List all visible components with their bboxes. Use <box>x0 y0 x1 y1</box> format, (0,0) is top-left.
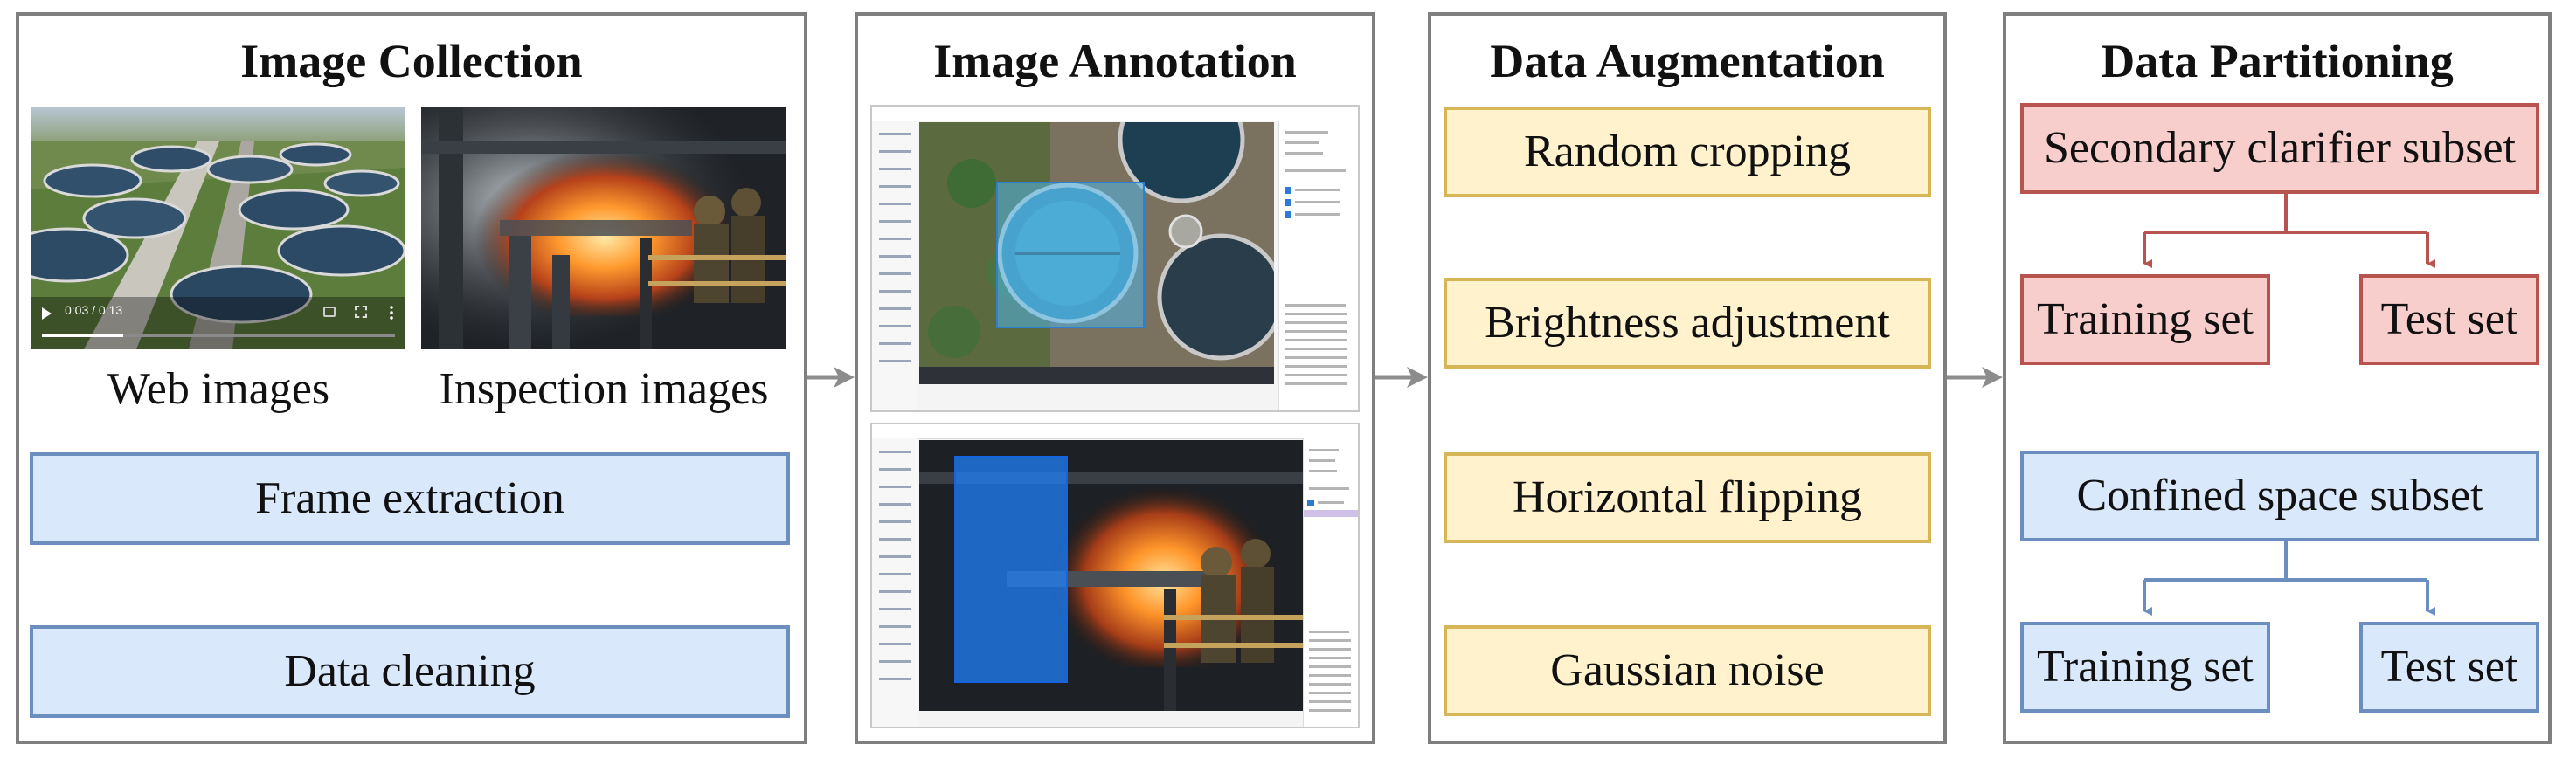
video-time: 0:03 / 0:13 <box>65 303 123 317</box>
blue-test-set: Test set <box>2359 622 2539 713</box>
caption-inspection-images: Inspection images <box>439 364 769 414</box>
bounding-box-clarifier[interactable] <box>996 182 1145 328</box>
caption-web-images: Web images <box>107 364 330 414</box>
step-random-cropping: Random cropping <box>1444 107 1931 197</box>
tool-panel <box>872 121 918 410</box>
panel-title: Data Partitioning <box>2101 35 2454 87</box>
panel-title: Data Augmentation <box>1490 35 1885 87</box>
panel-title: Image Collection <box>240 35 583 87</box>
window-titlebar <box>872 107 1358 121</box>
group-secondary-clarifier-subset: Secondary clarifier subset <box>2020 103 2539 194</box>
annotation-screenshot-confined-space <box>870 423 1360 728</box>
play-icon[interactable] <box>42 307 52 320</box>
window-titlebar <box>872 424 1358 439</box>
web-image: 0:03 / 0:13 <box>31 107 405 349</box>
red-training-set: Training set <box>2020 274 2270 365</box>
step-frame-extraction: Frame extraction <box>30 452 790 545</box>
step-gaussian-noise: Gaussian noise <box>1444 625 1931 716</box>
connector-blue <box>2143 540 2435 616</box>
fullscreen-icon[interactable] <box>355 306 367 318</box>
bounding-box-confined-space[interactable] <box>954 456 1068 683</box>
step-data-cleaning: Data cleaning <box>30 625 790 718</box>
panel-data-augmentation: Data Augmentation Random cropping Bright… <box>1428 12 1947 744</box>
video-progress[interactable] <box>42 334 395 337</box>
connector-red <box>2143 192 2435 268</box>
video-controls[interactable]: 0:03 / 0:13 <box>31 300 405 349</box>
panel-image-collection: Image Collection <box>16 12 807 744</box>
annotation-screenshot-clarifier <box>870 105 1360 412</box>
group-confined-space-subset: Confined space subset <box>2020 451 2539 541</box>
image-canvas <box>919 440 1304 711</box>
label-list-panel <box>1278 121 1358 410</box>
more-icon[interactable] <box>390 305 393 320</box>
panel-data-partitioning: Data Partitioning Secondary clarifier su… <box>2003 12 2552 744</box>
tool-panel <box>872 438 918 727</box>
step-horizontal-flipping: Horizontal flipping <box>1444 452 1931 543</box>
label-list-panel <box>1303 438 1358 727</box>
image-canvas <box>919 122 1274 384</box>
blue-training-set: Training set <box>2020 622 2270 713</box>
volume-icon[interactable] <box>323 307 336 317</box>
panel-image-annotation: Image Annotation <box>855 12 1375 744</box>
panel-title: Image Annotation <box>933 35 1297 87</box>
red-test-set: Test set <box>2359 274 2539 365</box>
inspection-image <box>421 107 786 349</box>
partition-connectors <box>2143 192 2435 616</box>
step-brightness-adjustment: Brightness adjustment <box>1444 278 1931 369</box>
